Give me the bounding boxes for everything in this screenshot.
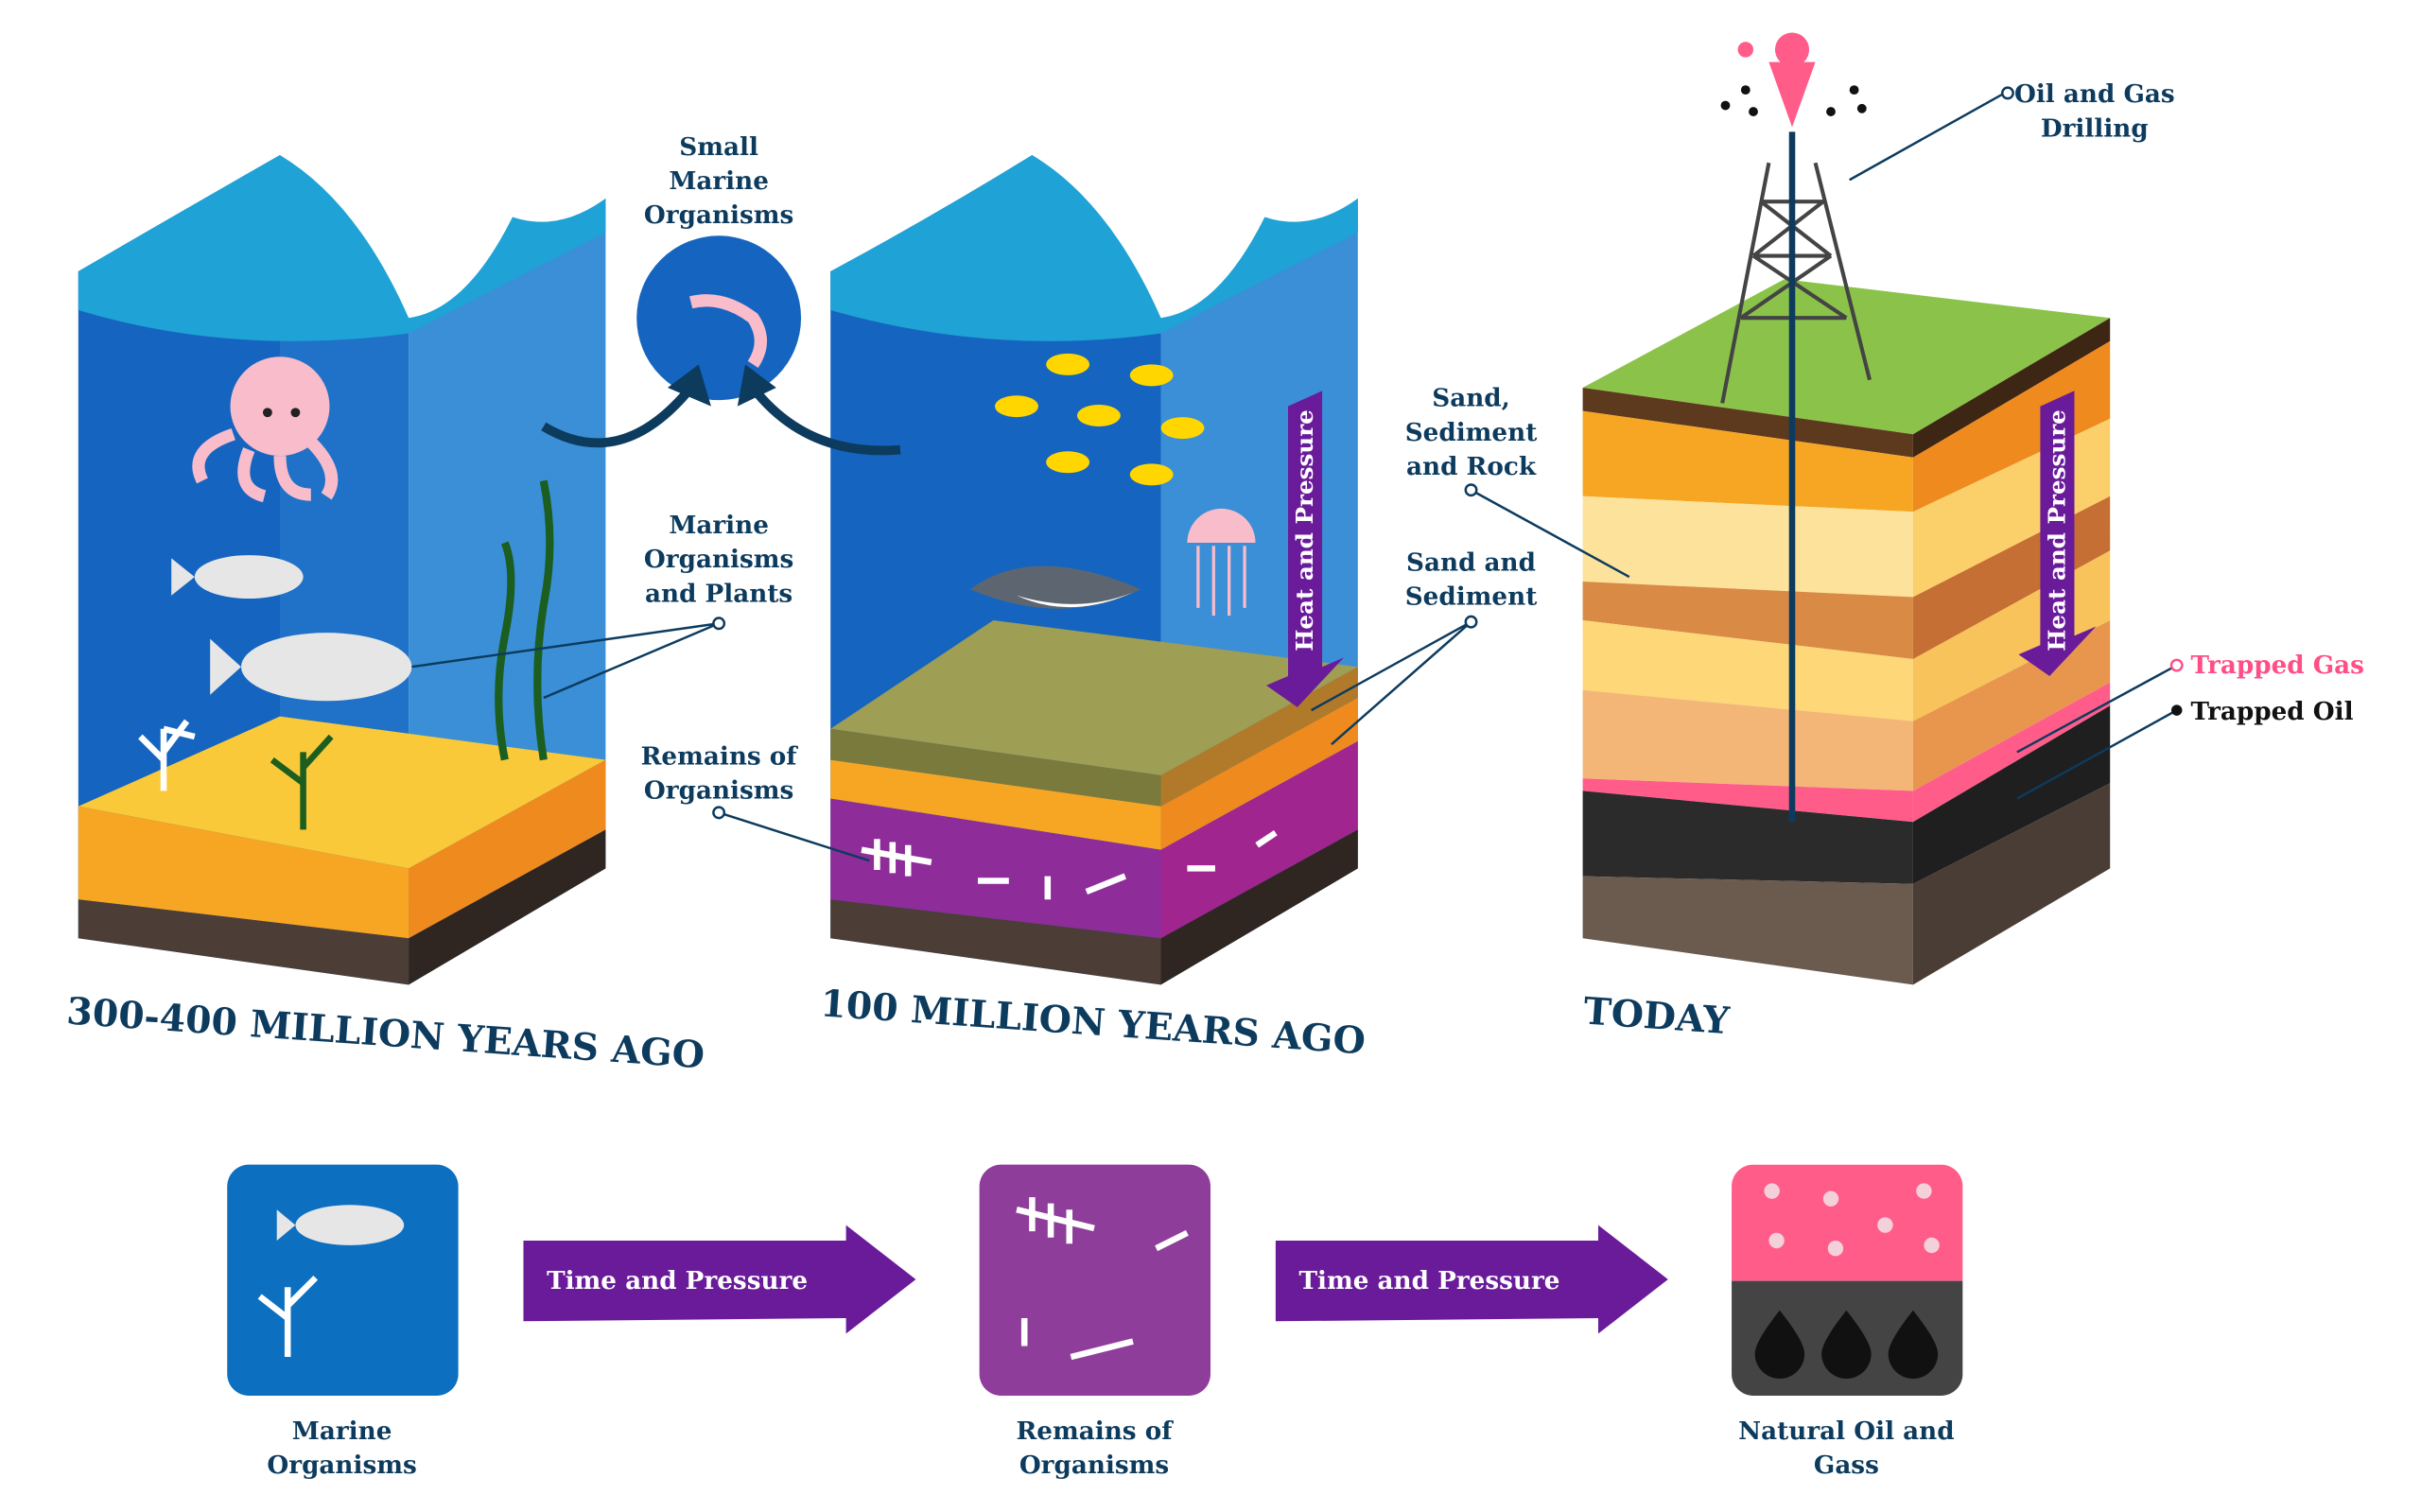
coral-icon xyxy=(138,719,334,830)
seaweed-icon xyxy=(495,479,554,761)
gas-bubbles-icon xyxy=(1764,1183,1940,1257)
oil-drops-icon xyxy=(1754,1310,1939,1379)
heat-pressure-arrow-today: Heat and Pressure xyxy=(2018,391,2097,677)
svg-text:Time and Pressure: Time and Pressure xyxy=(547,1266,808,1295)
block-sediment-sea: Heat and Pressure xyxy=(830,155,1358,985)
era-title-2: 100 MILLION YEARS AGO xyxy=(819,982,1367,1063)
heat-pressure-label: Heat and Pressure xyxy=(1291,409,1318,652)
drilling-rig-icon xyxy=(1720,131,1872,823)
jellyfish-icon xyxy=(1187,508,1256,617)
era-title-1: 300-400 MILLION YEARS AGO xyxy=(65,989,706,1077)
shrimp-icon xyxy=(689,294,767,369)
label-trapped-oil: Trapped Oil xyxy=(2016,697,2354,800)
label-trapped-gas: Trapped Gas xyxy=(2016,651,2364,754)
fossil-icon xyxy=(1016,1197,1189,1361)
flow-arrow-1: Time and Pressure xyxy=(523,1225,916,1334)
block-today-strata: Heat and Pressure xyxy=(1582,32,2111,985)
svg-text:Trapped Oil: Trapped Oil xyxy=(2190,697,2353,726)
heat-pressure-arrow: Heat and Pressure xyxy=(1266,391,1345,707)
flow-arrow-2: Time and Pressure xyxy=(1275,1225,1668,1334)
fish-icon xyxy=(295,1205,405,1245)
block-ancient-sea xyxy=(78,155,606,985)
fish-icon xyxy=(171,555,412,702)
shark-icon xyxy=(969,565,1141,609)
oil-gusher-icon xyxy=(1720,32,1867,128)
octopus-icon xyxy=(192,356,339,503)
fish-school-icon xyxy=(995,353,1205,486)
heat-pressure-label-today: Heat and Pressure xyxy=(2044,409,2071,652)
svg-text:Trapped Gas: Trapped Gas xyxy=(2190,651,2363,680)
coral-icon xyxy=(257,1276,319,1357)
svg-text:Time and Pressure: Time and Pressure xyxy=(1298,1266,1559,1295)
fossil-icon xyxy=(861,829,1278,900)
era-title-3: TODAY xyxy=(1582,989,1732,1043)
